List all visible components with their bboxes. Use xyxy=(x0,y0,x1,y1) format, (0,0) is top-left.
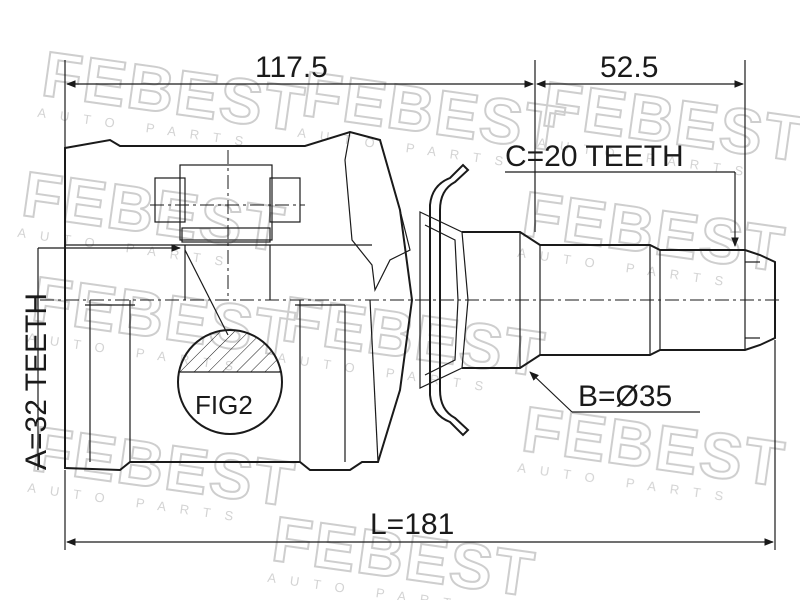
watermark-9: FEBEST AUTO PARTS xyxy=(27,412,301,526)
fig2-detail: FIG2 xyxy=(177,329,283,435)
fig2-label: FIG2 xyxy=(195,390,253,420)
stub-shaft xyxy=(462,231,776,369)
joint-housing xyxy=(64,130,414,472)
watermark-4: FEBEST AUTO PARTS xyxy=(17,157,291,271)
dimension-117-5: 117.5 xyxy=(64,51,536,232)
length-l-label: L=181 xyxy=(370,508,454,541)
watermark-5: FEBEST AUTO PARTS xyxy=(517,177,791,291)
spline-c-callout: C=20 TEETH xyxy=(505,140,739,247)
dim-52-5-label: 52.5 xyxy=(600,51,658,84)
dimension-l-181: L=181 xyxy=(64,340,776,550)
dim-117-5-label: 117.5 xyxy=(255,51,328,84)
diameter-b-label: B=Ø35 xyxy=(578,380,672,413)
dust-shield xyxy=(419,163,470,437)
spline-c-label: C=20 TEETH xyxy=(505,140,684,173)
dimension-52-5: 52.5 xyxy=(536,51,746,250)
diameter-b-callout: B=Ø35 xyxy=(529,371,700,413)
spline-a-label: A=32 TEETH xyxy=(20,293,53,470)
spline-a-callout: A=32 TEETH xyxy=(20,244,181,470)
